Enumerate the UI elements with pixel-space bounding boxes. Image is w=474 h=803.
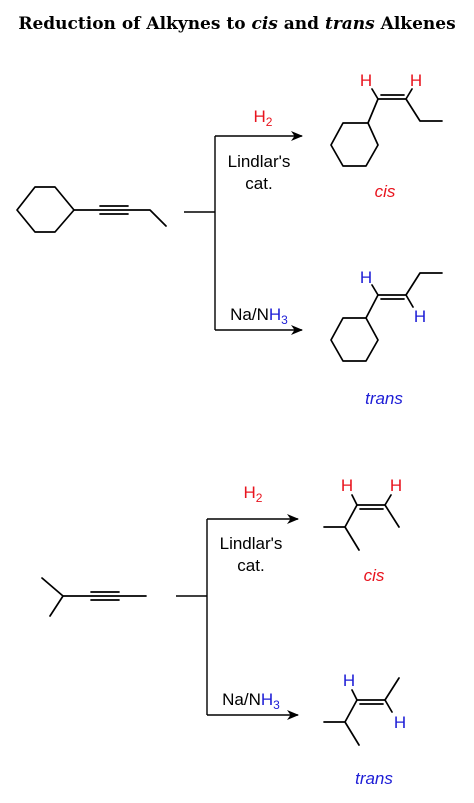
trans-label-1: trans	[365, 389, 403, 408]
reagent-na-nh3-2: Na/NH3	[222, 690, 280, 712]
catalyst-cat-1: cat.	[245, 174, 272, 193]
catalyst-cat-2: cat.	[237, 556, 264, 575]
alkene-skeleton	[323, 677, 400, 746]
reagent-h2-1: H2	[254, 107, 273, 129]
trans-label-2: trans	[355, 769, 393, 788]
hydrogen-atom: H	[414, 307, 426, 326]
title-cis: cis	[251, 14, 278, 34]
title-prefix: Reduction of Alkynes to	[18, 14, 251, 34]
branch-arrows-2	[176, 514, 299, 720]
hydrogen-atom: H	[410, 71, 422, 90]
alkyne-substituent	[73, 205, 167, 227]
alkene-skeleton	[323, 504, 400, 551]
hydrogen-atom: H	[390, 476, 402, 495]
title-middle: and	[278, 14, 325, 34]
alkene-chain	[367, 94, 443, 124]
reagent-h2-2: H2	[244, 483, 263, 505]
title-trans: trans	[325, 14, 375, 34]
cis-label-2: cis	[364, 566, 385, 585]
title-suffix: Alkenes	[375, 14, 456, 34]
lindlar-catalyst-1: Lindlar's	[228, 152, 291, 171]
hydrogen-atom: H	[343, 671, 355, 690]
product-cis-2: H H	[323, 476, 402, 551]
page-title: Reduction of Alkynes to cis and trans Al…	[18, 14, 455, 34]
product-cis-1: H H	[330, 71, 443, 167]
product-trans-2: H H	[323, 671, 406, 746]
reagent-na-nh3-1: Na/NH3	[230, 305, 288, 327]
hydrogen-atom: H	[360, 71, 372, 90]
cyclohexane-ring	[330, 122, 379, 167]
lindlar-catalyst-2: Lindlar's	[220, 534, 283, 553]
product-trans-1: H H	[330, 268, 443, 362]
cyclohexane-ring	[16, 186, 75, 233]
hydrogen-atom: H	[341, 476, 353, 495]
reactant-methylpentyne	[41, 577, 147, 617]
hydrogen-atom: H	[394, 713, 406, 732]
reactant-cyclohexyl-butyne	[16, 186, 167, 233]
branch-arrows-1	[184, 131, 303, 335]
cyclohexane-ring	[330, 317, 379, 362]
alkyne-skeleton	[41, 577, 147, 617]
cis-label-1: cis	[375, 182, 396, 201]
hydrogen-atom: H	[360, 268, 372, 287]
